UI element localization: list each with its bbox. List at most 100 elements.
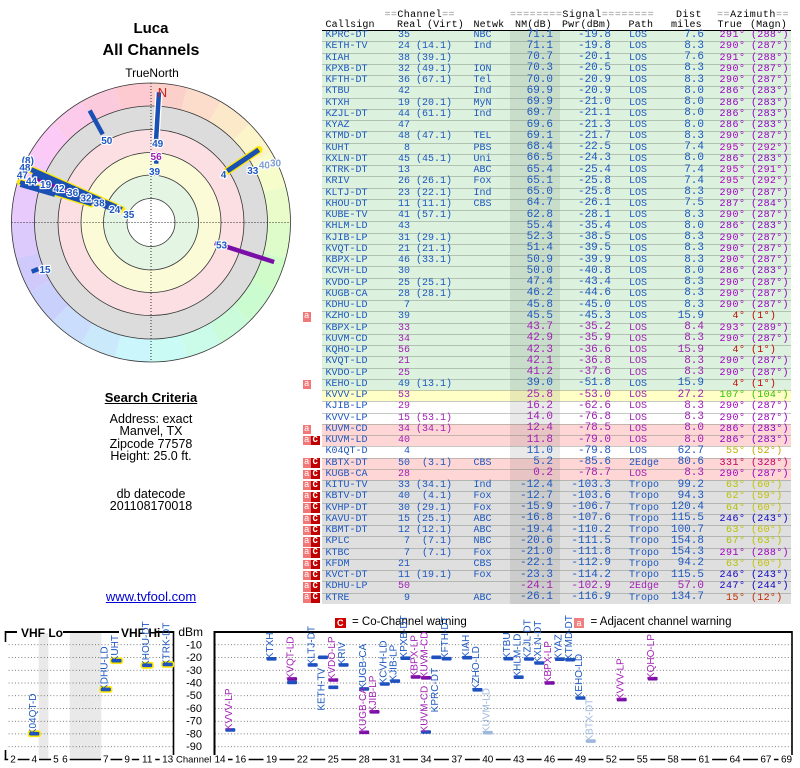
svg-text:KUHT: KUHT	[110, 635, 121, 662]
svg-text:16: 16	[235, 755, 247, 766]
svg-text:67: 67	[760, 755, 772, 766]
svg-text:40: 40	[482, 755, 494, 766]
svg-text:15: 15	[39, 265, 51, 276]
svg-text:KIAH: KIAH	[461, 635, 472, 658]
svg-text:9: 9	[124, 755, 130, 766]
svg-text:48: 48	[19, 163, 31, 174]
svg-text:42: 42	[53, 184, 65, 195]
svg-text:KUVM-LD: KUVM-LD	[481, 688, 492, 733]
svg-text:31: 31	[390, 755, 402, 766]
svg-text:6: 6	[62, 755, 68, 766]
svg-text:53: 53	[216, 241, 228, 252]
svg-text:34: 34	[420, 755, 432, 766]
svg-text:KVVV-LP: KVVV-LP	[224, 688, 235, 730]
svg-text:KFTH-DT: KFTH-DT	[440, 616, 451, 659]
svg-text:22: 22	[297, 755, 309, 766]
svg-text:35: 35	[123, 210, 135, 221]
svg-text:-70: -70	[186, 716, 202, 728]
svg-text:24: 24	[109, 205, 121, 216]
svg-text:KBPX-LP: KBPX-LP	[543, 641, 554, 684]
svg-text:KZHO-LD: KZHO-LD	[471, 646, 482, 690]
svg-text:-40: -40	[186, 678, 202, 690]
svg-text:KDHU-LD: KDHU-LD	[99, 646, 110, 690]
svg-text:43: 43	[513, 755, 525, 766]
svg-text:19: 19	[40, 180, 52, 191]
svg-text:-60: -60	[186, 703, 202, 715]
svg-text:KVDO-LP: KVDO-LP	[327, 636, 338, 680]
svg-text:KUVM-CD: KUVM-CD	[420, 686, 431, 733]
svg-text:5: 5	[53, 755, 59, 766]
svg-text:19: 19	[266, 755, 278, 766]
svg-text:KVVV-LP: KVVV-LP	[615, 658, 626, 700]
svg-text:KPXB-DT: KPXB-DT	[399, 615, 410, 658]
svg-text:-10: -10	[186, 639, 202, 651]
svg-text:47: 47	[17, 171, 29, 182]
svg-text:50: 50	[101, 136, 113, 147]
svg-text:KJIB-LP: KJIB-LP	[389, 644, 400, 681]
svg-text:40: 40	[259, 161, 271, 172]
svg-text:KUVM-CD: KUVM-CD	[420, 632, 431, 679]
svg-text:KRIV: KRIV	[337, 642, 348, 666]
svg-text:46: 46	[544, 755, 556, 766]
svg-text:VHF Hi: VHF Hi	[121, 626, 160, 640]
svg-text:K04QT-D: K04QT-D	[28, 694, 39, 736]
svg-text:-20: -20	[186, 652, 202, 664]
svg-text:KJIB-LP: KJIB-LP	[368, 675, 379, 712]
svg-text:30: 30	[270, 158, 282, 169]
svg-text:55: 55	[637, 755, 649, 766]
svg-text:14: 14	[214, 755, 226, 766]
svg-text:61: 61	[699, 755, 711, 766]
svg-text:KTXH: KTXH	[265, 633, 276, 660]
svg-text:KYAZ: KYAZ	[554, 634, 565, 659]
svg-text:64: 64	[729, 755, 741, 766]
svg-text:KUGB-CA: KUGB-CA	[358, 643, 369, 689]
svg-text:52: 52	[606, 755, 618, 766]
svg-text:KZJL-DT: KZJL-DT	[523, 619, 534, 659]
svg-text:11: 11	[142, 755, 153, 766]
svg-text:37: 37	[451, 755, 463, 766]
svg-text:-90: -90	[186, 741, 202, 753]
svg-text:KTRK-DT: KTRK-DT	[161, 623, 172, 666]
svg-text:KHLM-LD: KHLM-LD	[512, 634, 523, 678]
svg-text:4: 4	[221, 170, 227, 181]
svg-text:7: 7	[103, 755, 109, 766]
svg-text:Channel: Channel	[176, 755, 211, 766]
svg-text:49: 49	[152, 139, 164, 150]
svg-text:KBTX-DT: KBTX-DT	[584, 699, 595, 742]
svg-text:13: 13	[162, 755, 174, 766]
svg-text:44: 44	[26, 177, 38, 188]
svg-text:KCVH-LD: KCVH-LD	[378, 640, 389, 684]
svg-text:4: 4	[32, 755, 38, 766]
svg-text:KVQT-LD: KVQT-LD	[286, 637, 297, 680]
svg-text:KLTJ-DT: KLTJ-DT	[306, 626, 317, 665]
svg-text:2: 2	[10, 755, 16, 766]
svg-text:KUGB-CA: KUGB-CA	[358, 687, 369, 733]
svg-text:KQHO-LP: KQHO-LP	[646, 634, 657, 679]
svg-text:28: 28	[359, 755, 371, 766]
svg-text:KPRC-DT: KPRC-DT	[430, 668, 441, 712]
svg-text:KTBU: KTBU	[502, 632, 513, 659]
svg-text:36: 36	[67, 188, 79, 199]
svg-text:dBm: dBm	[178, 625, 203, 639]
svg-text:KTMD-DT: KTMD-DT	[564, 615, 575, 660]
svg-text:N: N	[158, 85, 167, 100]
svg-text:39: 39	[149, 167, 161, 178]
svg-text:(8): (8)	[22, 156, 34, 167]
svg-text:58: 58	[668, 755, 680, 766]
svg-text:KXLN-DT: KXLN-DT	[533, 621, 544, 664]
svg-text:KEHO-LD: KEHO-LD	[574, 654, 585, 698]
svg-text:-80: -80	[186, 728, 202, 740]
svg-text:KBPX-LP: KBPX-LP	[409, 635, 420, 678]
svg-text:-50: -50	[186, 690, 202, 702]
svg-text:KETH-TV: KETH-TV	[317, 668, 328, 711]
svg-text:33: 33	[247, 166, 259, 177]
svg-text:32: 32	[80, 193, 92, 204]
svg-text:25: 25	[328, 755, 340, 766]
svg-text:56: 56	[151, 152, 163, 163]
svg-text:VHF Lo: VHF Lo	[21, 626, 63, 640]
svg-text:69: 69	[781, 755, 793, 766]
svg-text:38: 38	[94, 198, 106, 209]
svg-text:49: 49	[575, 755, 587, 766]
svg-text:KHOU-DT: KHOU-DT	[141, 621, 152, 667]
svg-text:-30: -30	[186, 665, 202, 677]
